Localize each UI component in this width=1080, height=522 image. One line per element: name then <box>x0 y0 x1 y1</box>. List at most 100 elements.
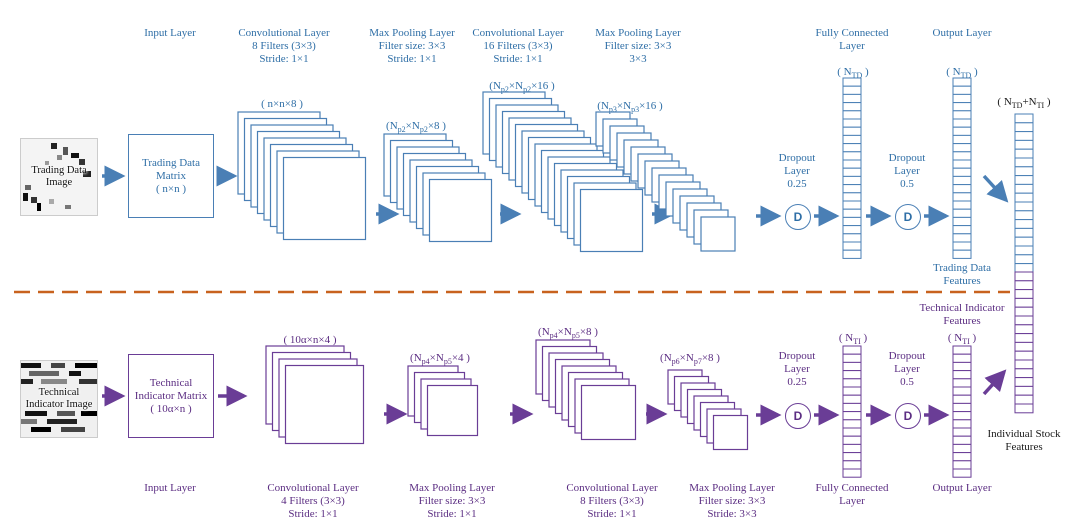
top-fc-cell <box>842 151 862 161</box>
trading-image-caption-2: Image <box>45 177 73 188</box>
bottom-input-layer-label: Input Layer <box>144 482 196 494</box>
top-fc-cell <box>842 159 862 169</box>
bottom-fc-cell <box>842 411 862 421</box>
combined-top-cell <box>1014 148 1034 159</box>
top-pool1-dim: (Np2×Np2×8 ) <box>386 120 446 135</box>
combined-top-cell <box>1014 192 1034 203</box>
top-fc-cell <box>842 249 862 259</box>
top-fc-cell <box>842 233 862 243</box>
top-output-cell <box>952 233 972 243</box>
bottom-fc-cell <box>842 361 862 372</box>
bottom-output-cell <box>952 353 972 363</box>
top-conv2-dim: (Np2×Np2×16 ) <box>489 80 555 95</box>
bottom-fc-cell <box>842 353 862 363</box>
top-output-cell <box>952 134 972 145</box>
trading-matrix-line-3: ( n×n ) <box>155 182 186 195</box>
bottom-output-cell <box>952 402 972 413</box>
bottom-fc-cell <box>842 419 862 429</box>
combined-top-cell <box>1014 183 1034 194</box>
top-output-cell <box>952 200 972 210</box>
bottom-pool1-dim: (Np4×Np5×4 ) <box>410 352 470 367</box>
bottom-fc-cell <box>842 443 862 454</box>
combined-bottom-cell <box>1014 350 1034 361</box>
top-output-cell <box>952 143 972 153</box>
top-fc-dim: ( NTD ) <box>837 66 869 81</box>
top-out-dim: ( NTD ) <box>946 66 978 81</box>
combined-top-cell <box>1014 263 1034 273</box>
top-fc-cell <box>842 143 862 153</box>
top-output-cell <box>952 159 972 169</box>
combined-bottom-cell <box>1014 289 1034 299</box>
top-output-cell <box>952 225 972 235</box>
technical-matrix-line-2: Indicator Matrix <box>134 389 208 402</box>
top-output-cell <box>952 208 972 218</box>
top-fc-cell <box>842 110 862 120</box>
top-fc-cell <box>842 200 862 210</box>
bottom-output-cell <box>952 411 972 421</box>
combined-bottom-cell <box>1014 377 1034 387</box>
top-output-cell <box>952 93 972 104</box>
bottom-pool2-dim: (Np6×Np7×8 ) <box>660 352 720 367</box>
top-fc-cell <box>842 184 862 194</box>
top-conv1-dim: ( n×n×8 ) <box>261 98 303 110</box>
bottom-fc-cell <box>842 460 862 470</box>
trading-data-image: Trading Data Image <box>20 138 98 216</box>
combined-top-cell <box>1014 122 1034 133</box>
bottom-fc-cell <box>842 452 862 462</box>
top-output-cell <box>952 216 972 227</box>
combined-bottom-cell <box>1014 394 1034 405</box>
top-output-cell <box>952 151 972 161</box>
bottom-output-cell <box>952 452 972 462</box>
combined-bottom-cell <box>1014 315 1034 326</box>
bottom-fc-cell <box>842 435 862 445</box>
technical-image-caption-1: Technical <box>38 387 80 398</box>
top-output-cell <box>952 241 972 251</box>
technical-indicator-image: Technical Indicator Image <box>20 360 98 438</box>
bottom-fc-cell <box>842 370 862 380</box>
bottom-output-cell <box>952 419 972 429</box>
combined-bottom-cell <box>1014 324 1034 335</box>
technical-matrix-line-3: ( 10α×n ) <box>150 402 192 415</box>
technical-matrix-line-1: Technical <box>149 376 193 389</box>
trading-data-matrix: Trading Data Matrix ( n×n ) <box>128 134 214 218</box>
top-output-cell <box>952 126 972 136</box>
bottom-dropout1-node: D <box>785 403 811 429</box>
top-output-label: Output Layer <box>932 27 992 39</box>
top-pool2-dim: (Np3×Np3×16 ) <box>597 100 663 115</box>
bottom-output-cell <box>952 468 972 478</box>
bottom-fc-dim: ( NTI ) <box>838 332 868 347</box>
technical-image-caption-2: Indicator Image <box>25 399 93 410</box>
bottom-pool1-map <box>426 384 479 437</box>
combined-bottom-cell <box>1014 333 1034 343</box>
top-fc-cell <box>842 175 862 186</box>
top-output-cell <box>952 249 972 259</box>
bottom-fc-cell <box>842 378 862 388</box>
bottom-fc-cell <box>842 468 862 478</box>
combined-bottom-cell <box>1014 359 1034 370</box>
top-conv1-map <box>282 156 367 241</box>
combined-bottom-cell <box>1014 280 1034 291</box>
bottom-output-cell <box>952 394 972 404</box>
bottom-conv2-dim: (Np4×Np5×8 ) <box>538 326 598 341</box>
top-pool2-map <box>700 216 736 252</box>
top-output-cell <box>952 192 972 202</box>
combined-top-cell <box>1014 175 1034 185</box>
bottom-fc-cell <box>842 402 862 413</box>
top-output-cell <box>952 118 972 128</box>
top-fc-cell <box>842 126 862 136</box>
bottom-output-cell <box>952 378 972 388</box>
combined-top-cell <box>1014 245 1034 256</box>
top-fc-cell <box>842 167 862 177</box>
